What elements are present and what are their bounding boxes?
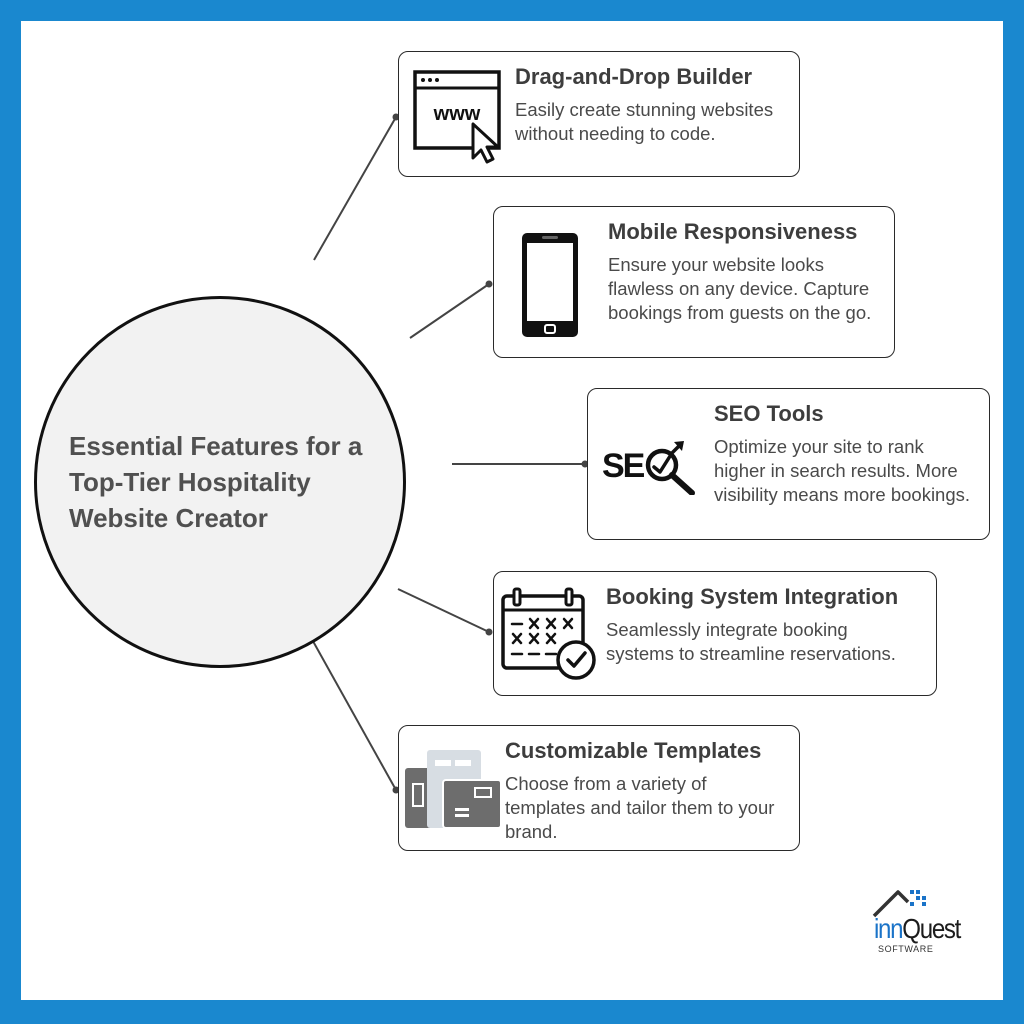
feature-card-mobile: Mobile Responsiveness Ensure your websit…	[493, 206, 895, 358]
feature-card-drag-drop: www Drag-and-Drop Builder Easily create …	[398, 51, 800, 177]
feature-title: Booking System Integration	[606, 584, 899, 609]
feature-card-seo: SE SEO Tools Optimize your site to rank …	[587, 388, 990, 540]
www-icon-text: www	[433, 103, 481, 125]
feature-title: Mobile Responsiveness	[608, 219, 858, 244]
feature-title: Customizable Templates	[505, 738, 762, 763]
seo-icon-text: SE	[602, 447, 645, 485]
feature-card-templates: Customizable Templates Choose from a var…	[398, 725, 800, 851]
feature-title: SEO Tools	[714, 401, 824, 426]
feature-card-booking: Booking System Integration Seamlessly in…	[493, 571, 937, 696]
feature-title: Drag-and-Drop Builder	[515, 64, 753, 89]
feature-description: Ensure your website looks flawless on an…	[608, 254, 872, 323]
innquest-logo: innQuest SOFTWARE	[866, 886, 978, 958]
feature-description: Choose from a variety of templates and t…	[505, 773, 775, 842]
templates-stack-icon	[405, 750, 502, 829]
central-topic-circle: Essential Features for a Top-Tier Hospit…	[34, 296, 406, 668]
brand-name-inn: inn	[874, 913, 904, 944]
feature-description: Easily create stunning websites without …	[515, 99, 774, 144]
brand-name-quest: Quest	[902, 913, 961, 944]
smartphone-icon	[522, 233, 578, 337]
browser-www-cursor-icon: www	[413, 70, 501, 164]
seo-magnifier-icon: SE	[602, 441, 695, 495]
house-roof-icon	[872, 890, 926, 918]
brand-name: innQuest	[874, 913, 961, 944]
brand-tagline: SOFTWARE	[878, 944, 934, 954]
calendar-check-icon	[501, 587, 596, 680]
central-topic-title: Essential Features for a Top-Tier Hospit…	[69, 431, 363, 533]
feature-description: Optimize your site to rank higher in sea…	[714, 436, 971, 505]
feature-description: Seamlessly integrate booking systems to …	[606, 619, 896, 664]
